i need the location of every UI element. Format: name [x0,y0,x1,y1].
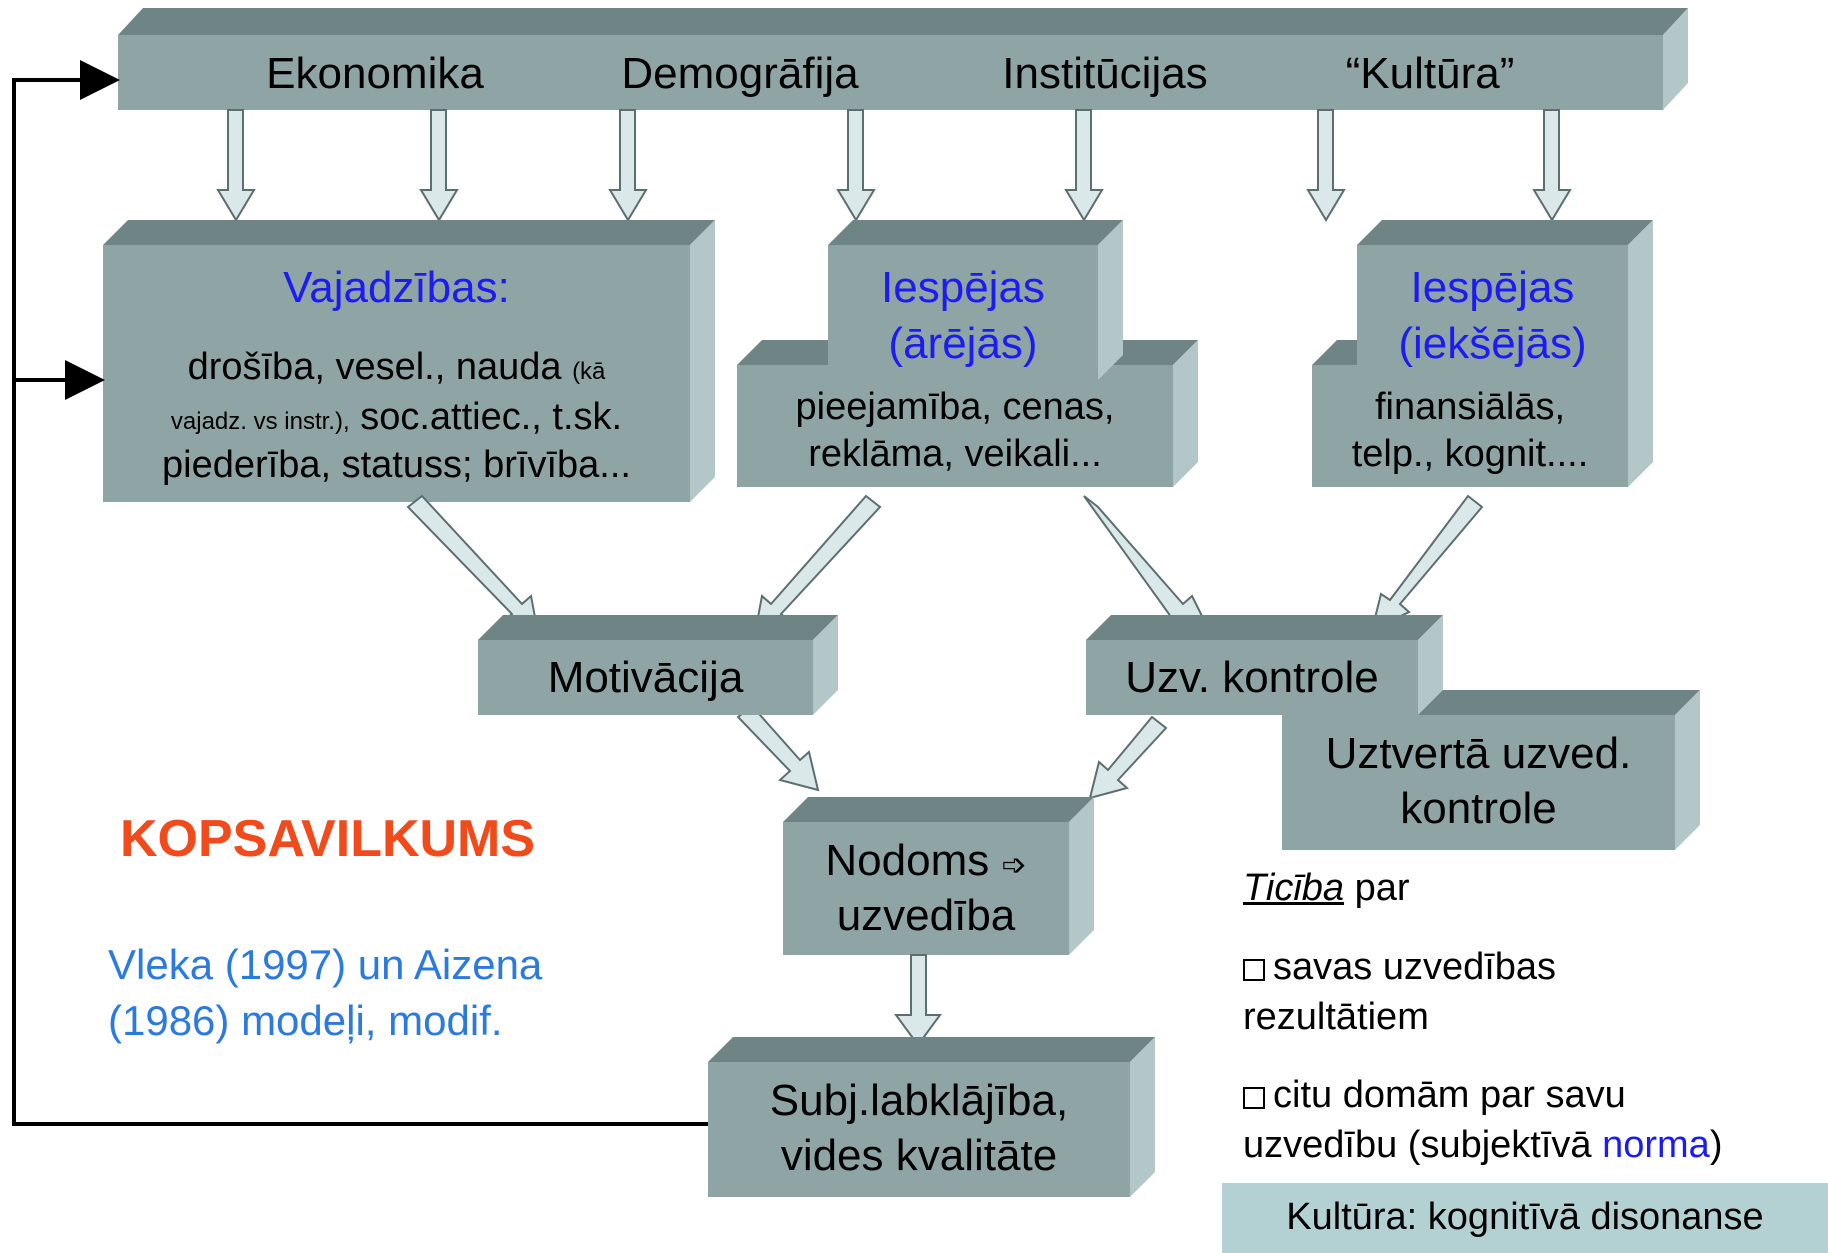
ext-opportunities-body-2: reklāma, veikali... [808,433,1102,475]
motivation-box [478,615,838,715]
checkbox-icon [1243,1087,1265,1109]
belief-item-2-text-a: uzvedību (subjektīvā [1243,1124,1603,1166]
int-opportunities-title-2: (iekšējās) [1398,319,1587,368]
int-opportunities-body-1: finansiālās, [1374,386,1566,428]
ext-opportunities-title-2: (ārējās) [888,319,1038,368]
wellbeing-line-2: vides kvalitāte [780,1131,1058,1180]
needs-line-1-main: drošība, vesel., nauda [187,346,562,388]
needs-line-1: drošība, vesel., nauda (kā [103,345,690,391]
belief-item-2-line-2: uzvedību (subjektīvā norma) [1243,1123,1823,1169]
belief-item-1-line-2: rezultātiem [1243,996,1429,1038]
belief-heading: Ticība par [1243,866,1803,912]
intention-to-wellbeing-arrow [894,954,942,1047]
needs-line-2-small: vajadz. vs instr.), [170,408,350,435]
behavior-control-box [1086,615,1443,715]
needs-line-2-main: soc.attiec., t.sk. [360,396,623,438]
needs-title: Vajadzības: [283,263,510,312]
arrow-right-icon: ➩ [1001,848,1027,883]
intention-box [783,797,1094,955]
top-down-arrows [216,109,1572,222]
belief-norma: norma [1602,1124,1710,1166]
perceived-control-box [1282,690,1700,850]
belief-item-2-text: citu domām par savu [1273,1074,1626,1116]
needs-line-1-small: (kā [572,358,606,385]
belief-word: Ticība [1243,867,1345,909]
needs-line-2: vajadz. vs instr.), soc.attiec., t.sk. [103,395,690,441]
factor-culture: “Kultūra” [1345,49,1515,98]
int-opportunities-body-2: telp., kognit.... [1351,433,1589,475]
needs-line-3: piederība, statuss; brīvība... [162,444,631,486]
wellbeing-box [708,1037,1155,1197]
ext-opportunities-title-box [828,220,1123,380]
ext-opportunities-title-1: Iespējas [881,263,1045,312]
motivation-label: Motivācija [547,653,744,702]
belief-item-1-line-1: savas uzvedības [1243,945,1813,991]
belief-item-2-line-1: citu domām par savu [1243,1073,1823,1119]
factor-institutions: Institūcijas [1002,49,1208,98]
behavior-control-label: Uzv. kontrole [1125,653,1379,702]
intention-line-1: Nodoms ➩ [783,835,1069,888]
int-opportunities-title-1: Iespējas [1410,263,1575,312]
footer-label: Kultūra: kognitīvā disonanse [1286,1196,1764,1238]
intention-line-2: uzvedība [836,891,1016,940]
factor-economics: Ekonomika [266,49,484,98]
wellbeing-line-1: Subj.labklājība, [769,1076,1069,1125]
belief-item-1-text: savas uzvedības [1273,946,1557,988]
belief-item-2-text-c: ) [1709,1124,1723,1166]
footer-banner: Kultūra: kognitīvā disonanse [1222,1183,1828,1253]
top-factor-bar [118,8,1688,110]
checkbox-icon [1243,959,1265,981]
diagonal-arrows [406,494,1484,800]
perceived-control-line-2: kontrole [1400,784,1557,833]
int-opportunities-title-box [1357,220,1653,380]
source-line-2: (1986) modeļi, modif. [108,997,503,1044]
summary-title: KOPSAVILKUMS [120,810,536,868]
source-line-1: Vleka (1997) un Aizena [108,941,543,988]
belief-rest: par [1344,867,1410,909]
feedback-loop-arrow [12,60,708,1126]
needs-box [103,220,715,502]
ext-opportunities-body-1: pieejamība, cenas, [795,386,1115,428]
perceived-control-line-1: Uztvertā uzved. [1325,729,1632,778]
factor-demography: Demogrāfija [621,49,859,98]
intention-label: Nodoms [825,836,990,885]
